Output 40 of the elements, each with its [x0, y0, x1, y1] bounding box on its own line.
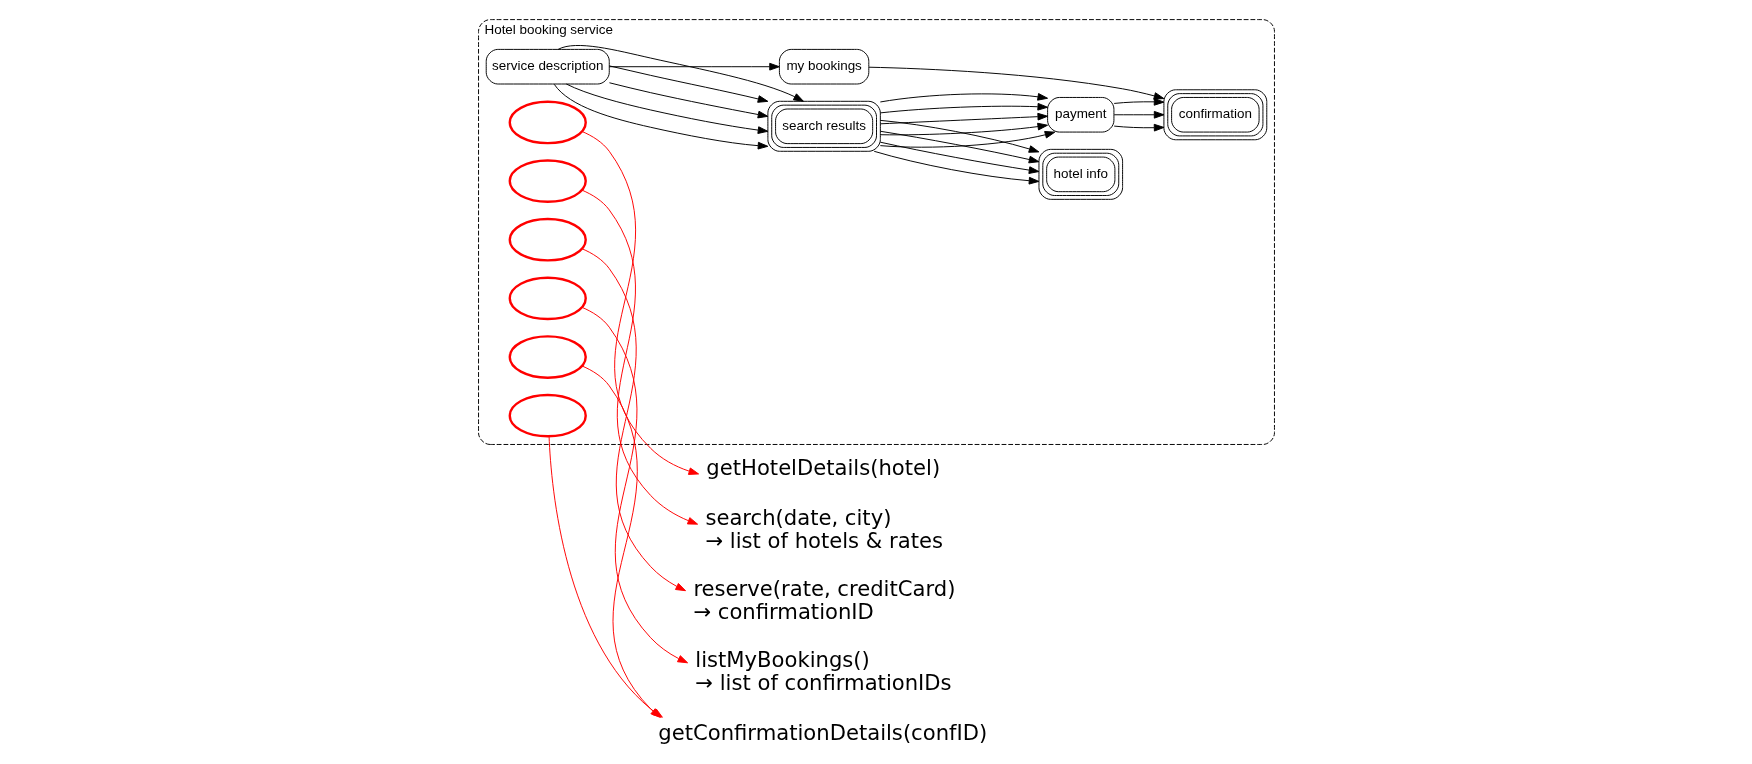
arrow [608, 65, 768, 103]
arrow [581, 306, 688, 664]
arrow [565, 83, 768, 134]
arrow [581, 189, 698, 525]
node-text: getConfirmationDetails(confID) [657, 720, 987, 746]
node-text: search(date, city) → list of hotels & rates [704, 504, 943, 553]
arrow [608, 82, 768, 119]
arrow [608, 62, 780, 71]
arrow [879, 112, 1048, 125]
arrow [879, 102, 1048, 114]
node-ellipse [508, 100, 587, 145]
arrow [879, 93, 1048, 103]
node-ellipse [508, 393, 587, 438]
node-box: my bookings [778, 48, 869, 85]
arrow [557, 45, 804, 102]
node-text: reserve(rate, creditCard) → confirmationID [692, 575, 955, 625]
node-box: service description [485, 48, 610, 85]
node-ellipse [508, 159, 587, 203]
arrow [879, 131, 1055, 148]
node-box: confirmation [1162, 89, 1267, 141]
arrow [1113, 123, 1164, 132]
node-ellipse [508, 335, 587, 379]
arrow [879, 122, 1048, 136]
arrow [879, 130, 1039, 164]
arrow [1113, 110, 1164, 119]
node-ellipse [508, 276, 587, 321]
node-box: search results [766, 100, 881, 152]
arrow [553, 83, 768, 150]
arrow [879, 119, 1039, 153]
arrow [1113, 98, 1164, 106]
node-text: getHotelDetails(hotel) [705, 454, 940, 480]
node-text: listMyBookings() → list of confirmationIDs [694, 647, 952, 696]
node-ellipse [508, 217, 587, 262]
arrow [868, 66, 1164, 100]
arrow [873, 150, 1039, 185]
node-box: hotel info [1037, 148, 1123, 200]
arrow [581, 248, 686, 592]
arrow [581, 131, 699, 475]
node-box: payment [1046, 96, 1114, 133]
arrow [879, 141, 1039, 174]
